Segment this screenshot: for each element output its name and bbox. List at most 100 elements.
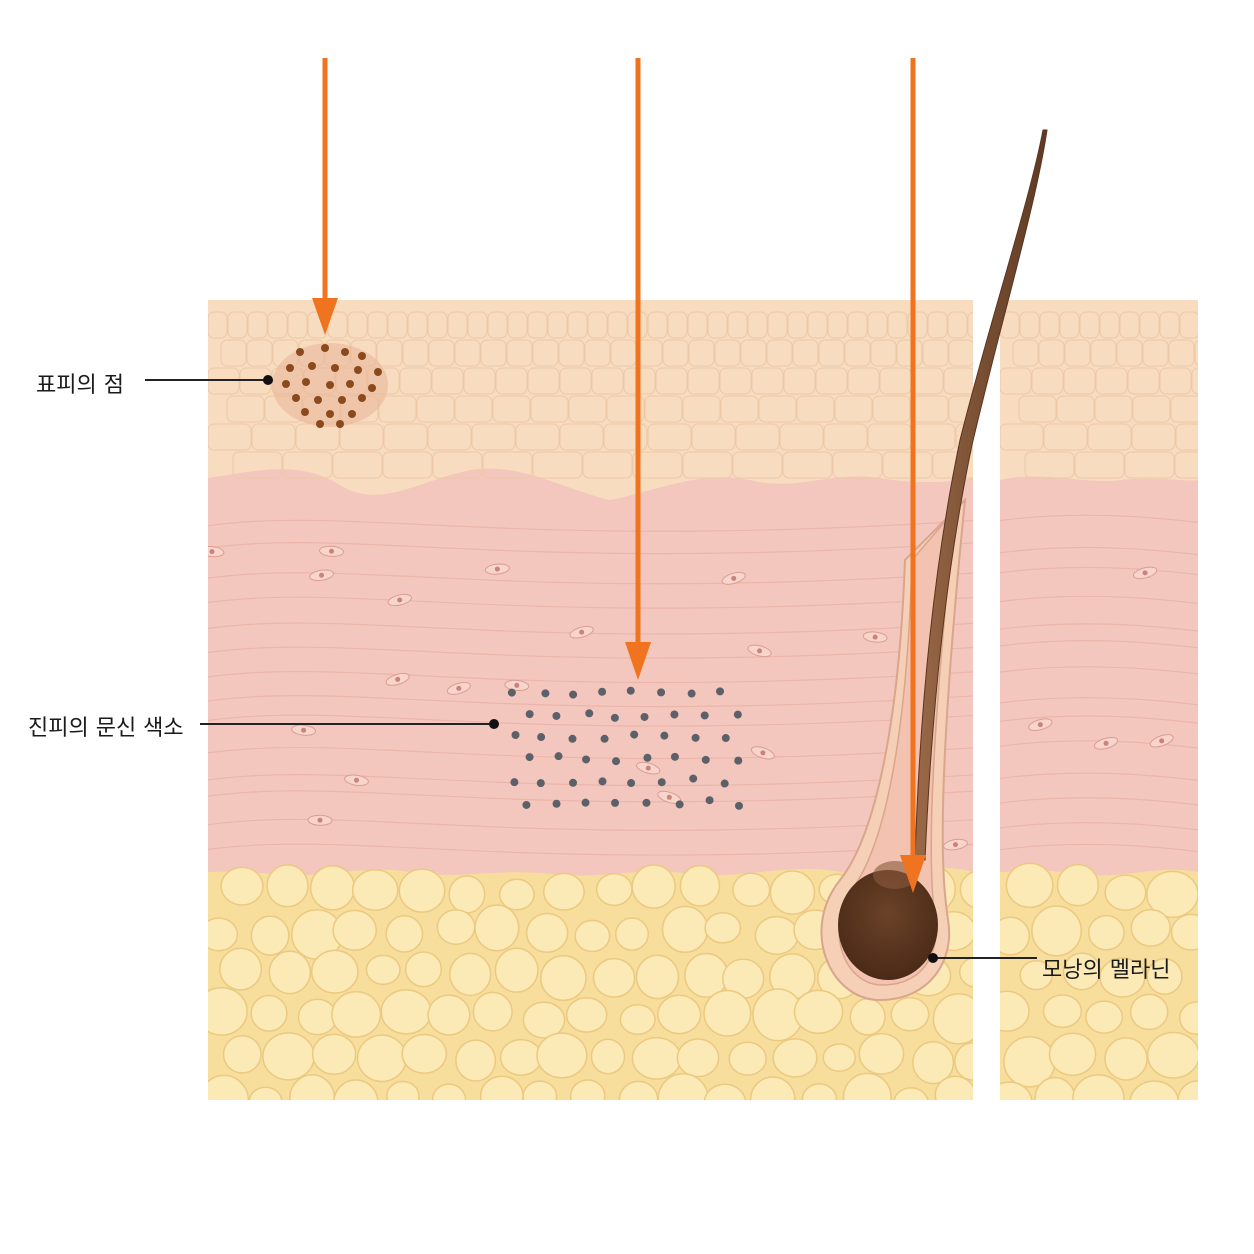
- fibroblast-nucleus: [579, 629, 585, 635]
- fat-cell: [248, 1086, 283, 1100]
- fat-cell: [310, 949, 359, 994]
- collagen-fiber: [1000, 514, 1198, 523]
- epidermal-cell: [815, 367, 848, 395]
- epidermal-cell: [667, 311, 688, 339]
- epidermal-cell: [1127, 367, 1160, 395]
- dermis-layer-right: [1000, 476, 1198, 876]
- epidermal-cell: [644, 395, 683, 423]
- melanin-granule: [346, 380, 354, 388]
- tattoo-ink-particle: [675, 800, 684, 809]
- epidermal-cell: [1056, 395, 1095, 423]
- fat-cell: [959, 871, 973, 908]
- fat-cell: [250, 915, 290, 956]
- tattoo-ink-particle: [670, 710, 679, 719]
- epidermal-cell: [532, 451, 583, 479]
- epidermal-cell: [927, 311, 948, 339]
- fibroblast-nucleus: [952, 842, 958, 848]
- epidermal-cell: [747, 311, 768, 339]
- fat-cells-right: [1000, 862, 1198, 1100]
- fat-cell: [385, 915, 424, 953]
- epidermal-cell: [719, 367, 752, 395]
- epidermal-cell: [1019, 311, 1040, 339]
- epidermal-cell: [1175, 423, 1198, 451]
- tattoo-ink-particle: [537, 733, 546, 742]
- epidermal-cell: [559, 423, 604, 451]
- melanin-granule: [374, 368, 382, 376]
- hair-shaft: [914, 129, 1048, 861]
- epidermal-cell: [339, 423, 384, 451]
- fat-cell: [208, 986, 248, 1036]
- tattoo-ink-particle: [552, 711, 561, 720]
- fibroblast-nucleus: [731, 575, 737, 581]
- epidermal-cell: [787, 311, 808, 339]
- epidermal-cell: [332, 451, 383, 479]
- epidermal-cell: [532, 339, 559, 367]
- tattoo-ink-particle: [598, 687, 607, 696]
- epidermal-cell: [1018, 395, 1057, 423]
- epidermal-cell: [467, 311, 488, 339]
- epidermal-cell: [227, 311, 248, 339]
- fat-cell: [380, 989, 432, 1035]
- epidermal-cell: [607, 311, 628, 339]
- fat-cell: [1146, 1031, 1198, 1079]
- fat-cell: [448, 875, 486, 914]
- epidermal-cell: [428, 339, 455, 367]
- fat-cell: [565, 996, 608, 1033]
- collagen-fiber: [208, 596, 973, 609]
- follicle-sheath-inner: [838, 507, 956, 986]
- fat-cell: [498, 878, 535, 911]
- epidermal-cell: [818, 339, 845, 367]
- epidermal-cell: [427, 311, 448, 339]
- epidermal-cell: [1142, 339, 1169, 367]
- fat-cell: [569, 1079, 606, 1100]
- tattoo-ink-particle: [734, 756, 743, 765]
- epidermal-cell: [463, 367, 496, 395]
- epidermal-cell: [1099, 311, 1120, 339]
- tattoo-ink-particle: [716, 687, 725, 696]
- epidermal-cell: [782, 451, 833, 479]
- fat-cell: [676, 1038, 720, 1078]
- fat-cell: [536, 1032, 588, 1079]
- epidermal-cell: [872, 395, 911, 423]
- epidermal-cell: [1116, 339, 1143, 367]
- epidermal-cell: [267, 311, 288, 339]
- collagen-fiber: [208, 843, 973, 856]
- collagen-fiber: [1000, 666, 1198, 675]
- fibroblast-nucleus: [397, 597, 403, 603]
- epidermal-pigment-spot: [272, 343, 388, 428]
- fibroblast-nucleus: [872, 634, 878, 640]
- tattoo-ink-particle: [541, 689, 550, 698]
- fat-cell: [793, 989, 844, 1035]
- laser-arrows: [312, 58, 926, 893]
- fat-cell: [1104, 874, 1147, 911]
- fat-cell: [1179, 1001, 1198, 1035]
- tattoo-ink-particle: [525, 710, 534, 719]
- epidermal-cell: [1031, 367, 1064, 395]
- melanin-granule: [354, 366, 362, 374]
- dot-icon: [263, 375, 273, 385]
- epidermal-cell: [1087, 423, 1132, 451]
- epidermal-cell: [482, 451, 533, 479]
- fat-cell: [311, 1033, 357, 1076]
- epidermal-cell: [727, 311, 748, 339]
- tattoo-ink-particle: [581, 798, 590, 807]
- melanin-granule: [292, 394, 300, 402]
- fat-cell: [849, 998, 886, 1036]
- fat-cell: [1005, 862, 1054, 909]
- collagen-fiber: [208, 695, 973, 708]
- fibroblast-nucleus: [1142, 570, 1148, 576]
- epidermal-cell: [647, 423, 692, 451]
- fibroblast-nucleus: [329, 548, 335, 554]
- collagen-fiber: [1000, 740, 1198, 749]
- tattoo-ink-particle: [642, 798, 651, 807]
- epidermal-cell: [507, 311, 528, 339]
- epidermal-cell: [896, 339, 923, 367]
- epidermal-cell: [1090, 339, 1117, 367]
- epidermal-cell: [427, 423, 472, 451]
- collagen-fiber: [1000, 566, 1198, 576]
- epidermal-cell: [792, 339, 819, 367]
- epidermal-cell: [1119, 311, 1140, 339]
- epidermal-cell: [682, 395, 721, 423]
- epidermal-cell: [416, 395, 455, 423]
- epidermal-cell: [247, 311, 268, 339]
